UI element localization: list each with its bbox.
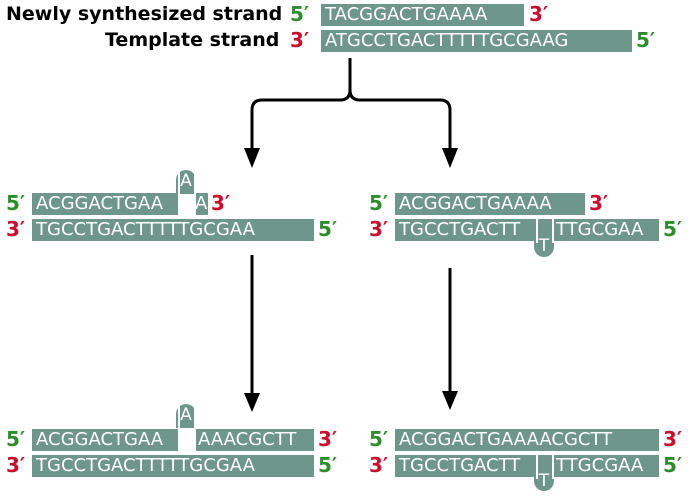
right-bottom-upper-5-end: 5′	[369, 427, 389, 451]
new-strand-label: Newly synthesized strand	[6, 3, 283, 25]
right-bottom-upper-sequence: ACGGACTGAAAACGCTT	[395, 429, 659, 451]
inserted-t-bulge: T	[534, 455, 554, 491]
template-strand-5-end: 5′	[636, 28, 656, 52]
bulge-divider	[552, 451, 554, 479]
left-bottom-upper-5-end: 5′	[6, 427, 26, 451]
left-mid-lower-sequence: TGCCTGACTTTTTGCGAA	[32, 219, 314, 241]
left-mid-lower-5-end: 5′	[318, 217, 338, 241]
template-strand-sequence: ATGCCTGACTTTTTGCGAAG	[321, 30, 632, 52]
right-mid-lower-5-end: 5′	[663, 217, 683, 241]
bulge-divider	[552, 215, 554, 243]
right-bottom-lower-5-end: 5′	[663, 453, 683, 477]
right-mid-lower-seq-a: TGCCTGACTT	[395, 219, 536, 241]
left-mid-upper-seq-b: A	[194, 193, 208, 215]
left-bottom-upper-seq-b: AAACGCTT	[194, 429, 314, 451]
right-mid-upper-3-end: 3′	[589, 191, 609, 215]
arrowhead-right-top	[442, 148, 458, 168]
left-mid-upper-5-end: 5′	[6, 191, 26, 215]
split-bracket-right	[348, 89, 452, 150]
right-mid-upper-sequence: ACGGACTGAAAA	[395, 193, 585, 215]
left-bottom-upper-3-end: 3′	[318, 427, 338, 451]
arrowhead-left-bottom	[244, 393, 260, 412]
left-mid-upper-3-end: 3′	[211, 191, 231, 215]
right-bottom-lower-3-end: 3′	[369, 453, 389, 477]
bulge-divider	[536, 451, 538, 479]
left-bottom-upper-seq-a: ACGGACTGAA	[32, 429, 178, 451]
bulge-divider	[194, 406, 196, 451]
split-bracket	[250, 58, 352, 150]
new-strand-5-end: 5′	[290, 2, 310, 26]
inserted-t-bulge: T	[534, 219, 554, 257]
arrowhead-right-bottom	[442, 391, 458, 410]
right-bottom-upper-3-end: 3′	[663, 427, 683, 451]
template-strand-label: Template strand	[105, 29, 280, 51]
right-mid-lower-3-end: 3′	[369, 217, 389, 241]
left-bottom-lower-5-end: 5′	[318, 453, 338, 477]
left-mid-upper-seq-a: ACGGACTGAA	[32, 193, 178, 215]
new-strand-sequence: TACGGACTGAAAA	[321, 4, 524, 26]
new-strand-3-end: 3′	[529, 2, 549, 26]
bulge-divider	[194, 172, 196, 215]
left-bottom-lower-sequence: TGCCTGACTTTTTGCGAA	[32, 455, 314, 477]
bulge-divider	[178, 406, 180, 451]
left-mid-lower-3-end: 3′	[6, 217, 26, 241]
arrowhead-left-top	[244, 148, 260, 168]
left-bottom-lower-3-end: 3′	[6, 453, 26, 477]
template-strand-3-end: 3′	[290, 28, 310, 52]
bulge-divider	[536, 215, 538, 243]
right-mid-lower-seq-b: TTGCGAA	[552, 219, 659, 241]
right-bottom-lower-seq-b: TTGCGAA	[552, 455, 659, 477]
inserted-a-bulge: A	[176, 404, 196, 428]
right-bottom-lower-seq-a: TGCCTGACTT	[395, 455, 536, 477]
right-mid-upper-5-end: 5′	[369, 191, 389, 215]
inserted-a-bulge: A	[176, 170, 196, 194]
bulge-divider	[178, 172, 180, 215]
